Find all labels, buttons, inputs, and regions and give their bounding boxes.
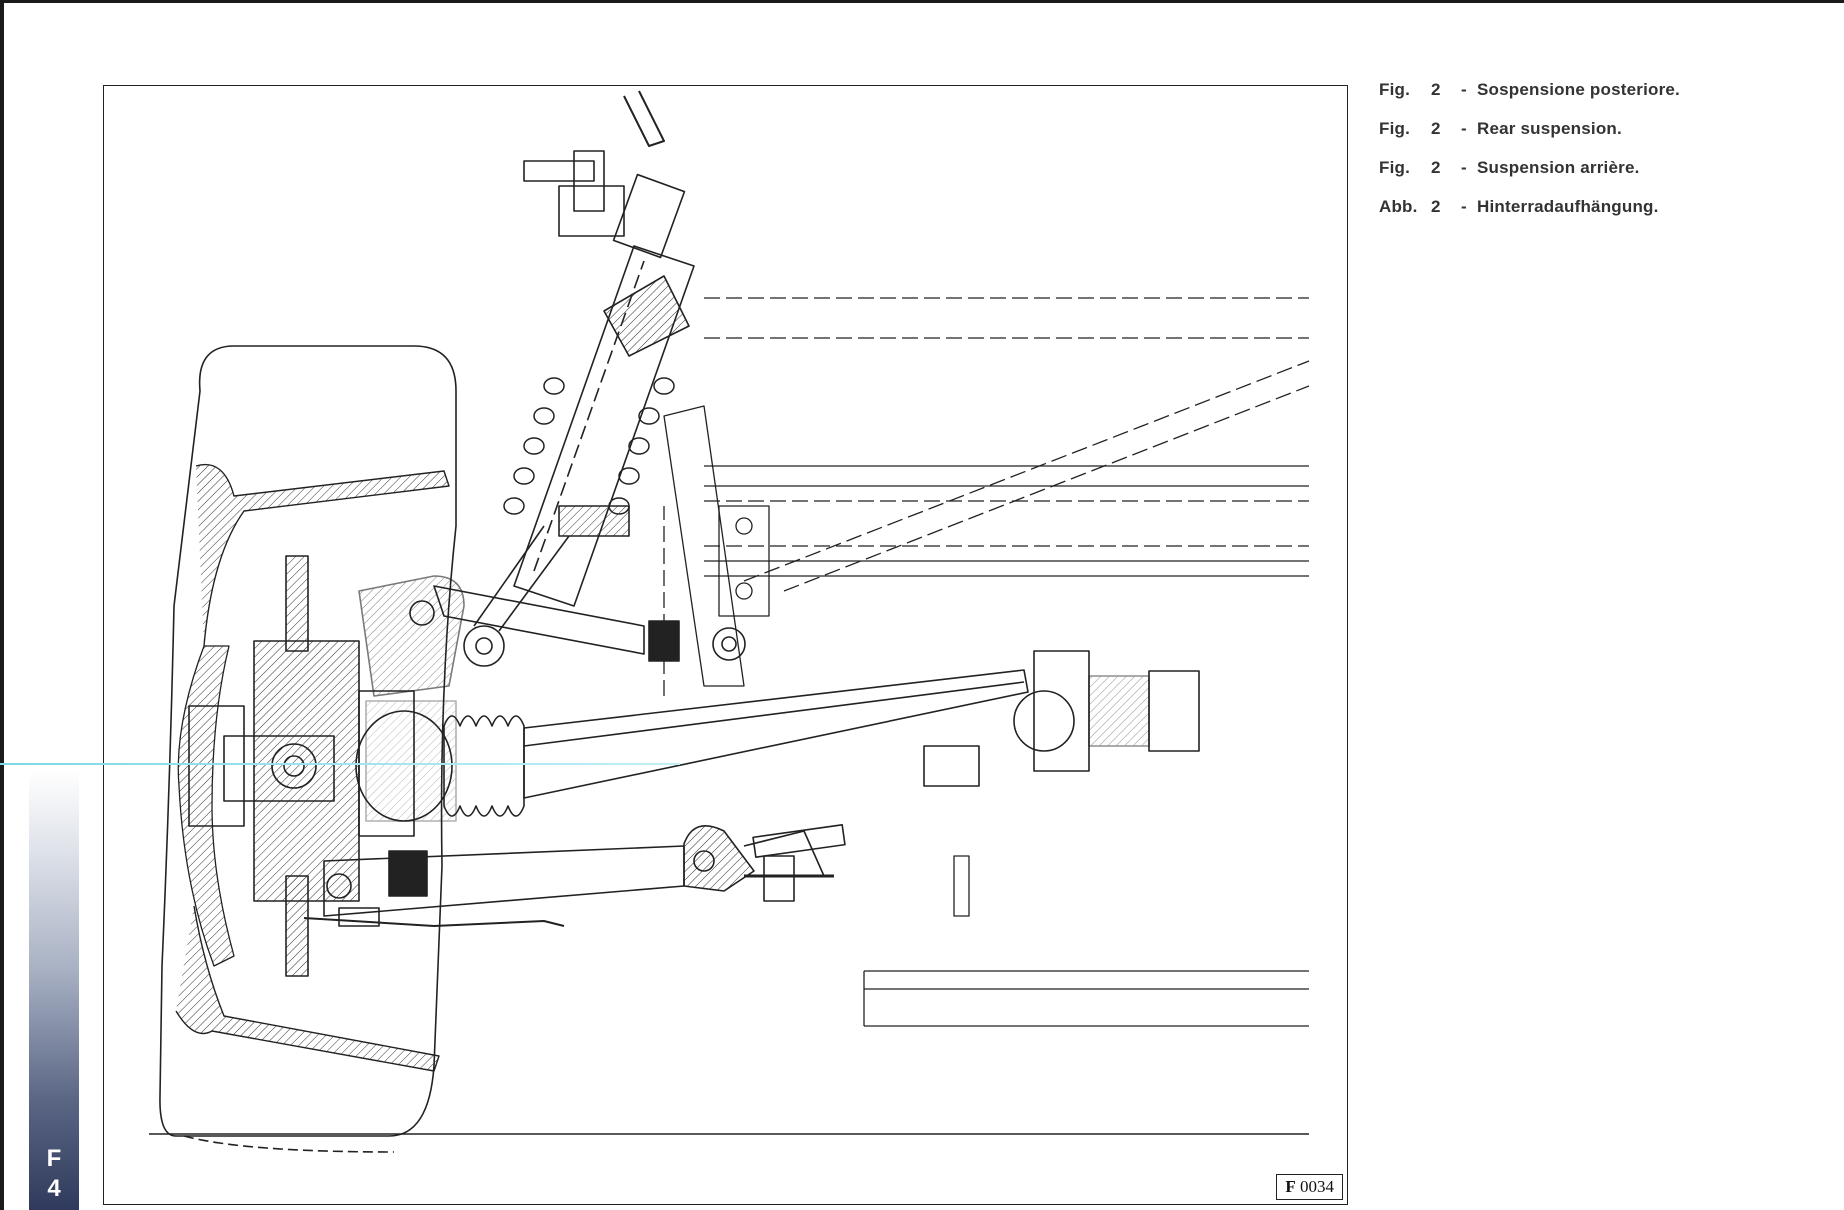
figure-captions: Fig. 2 - Sospensione posteriore. Fig. 2 …	[1379, 80, 1819, 236]
drive-shaft	[523, 669, 1029, 799]
figure-code-letter: F	[1285, 1177, 1296, 1196]
section-tab-number: 4	[47, 1175, 61, 1202]
rim-lower	[175, 905, 440, 1072]
cv-boot	[443, 715, 525, 817]
caption-text: Suspension arrière.	[1477, 158, 1640, 177]
rear-suspension-drawing	[149, 90, 1310, 1153]
lower-control-arm	[323, 845, 685, 917]
caption-text: Hinterradaufhängung.	[1477, 197, 1659, 216]
page-edge-left	[0, 0, 4, 1210]
rim-upper	[195, 464, 450, 647]
section-tab-letter: F	[46, 1145, 62, 1172]
abs-sensor-lead	[303, 917, 565, 927]
section-tab: F 4	[29, 770, 79, 1210]
hub-flange	[188, 705, 245, 827]
caption-separator: -	[1461, 197, 1467, 216]
caption-prefix: Fig.	[1379, 119, 1411, 138]
differential-flange	[1033, 650, 1090, 772]
caption-french: Fig. 2 - Suspension arrière.	[1379, 158, 1819, 178]
caption-separator: -	[1461, 119, 1467, 138]
scan-artifact-line	[0, 763, 680, 765]
figure-code-number: 0034	[1300, 1177, 1334, 1196]
caption-english: Fig. 2 - Rear suspension.	[1379, 119, 1819, 139]
tyre-lower-dash	[183, 1135, 395, 1153]
page-edge-top	[0, 0, 1844, 3]
damper-top-mount	[612, 173, 686, 259]
figure-code: F 0034	[1276, 1174, 1343, 1200]
caption-text: Rear suspension.	[1477, 119, 1622, 138]
caption-separator: -	[1461, 80, 1467, 99]
rim-disc	[177, 645, 235, 967]
caption-german: Abb. 2 - Hinterradaufhängung.	[1379, 197, 1819, 217]
upper-control-arm	[358, 575, 465, 697]
caption-number: 2	[1431, 158, 1441, 177]
caption-number: 2	[1431, 80, 1441, 99]
caption-separator: -	[1461, 158, 1467, 177]
caption-prefix: Fig.	[1379, 158, 1411, 177]
coil-spring-damper	[463, 245, 695, 667]
caption-prefix: Abb.	[1379, 197, 1418, 216]
coil-spring	[503, 377, 675, 515]
caption-italian: Fig. 2 - Sospensione posteriore.	[1379, 80, 1819, 100]
brake-disc	[285, 555, 309, 652]
caption-prefix: Fig.	[1379, 80, 1411, 99]
hub-carrier	[253, 640, 360, 902]
technical-drawing-frame: F 0034	[103, 85, 1348, 1205]
caption-number: 2	[1431, 119, 1441, 138]
chassis-solid	[663, 405, 1309, 1027]
caption-number: 2	[1431, 197, 1441, 216]
chassis-frame	[663, 297, 1310, 696]
caption-text: Sospensione posteriore.	[1477, 80, 1680, 99]
